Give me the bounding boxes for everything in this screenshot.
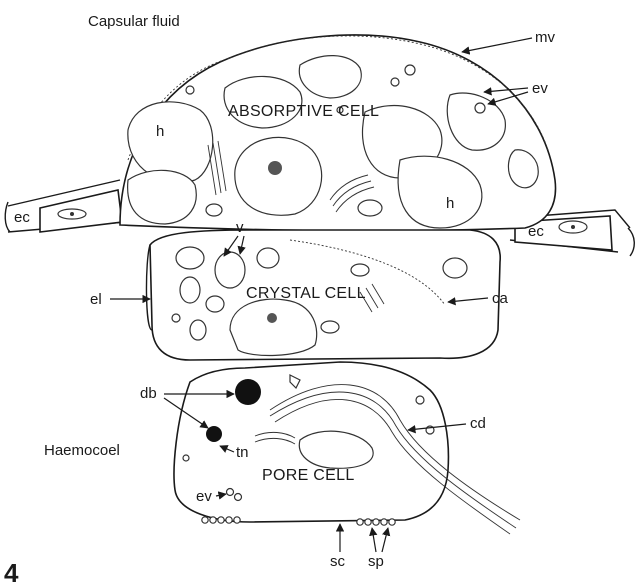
label-el: el — [90, 291, 102, 308]
label-v: v — [236, 219, 244, 236]
label-sc: sc — [330, 553, 346, 570]
absorptive-cell — [120, 35, 556, 231]
label-h-right: h — [446, 195, 454, 212]
label-ec-left: ec — [14, 209, 30, 226]
label-ca: ca — [492, 290, 509, 307]
label-ev-top: ev — [532, 80, 548, 97]
label-haemocoel: Haemocoel — [44, 442, 120, 459]
label-db: db — [140, 385, 157, 402]
label-tn: tn — [236, 444, 249, 461]
label-ev-bottom: ev — [196, 488, 212, 505]
label-ec-right: ec — [528, 223, 544, 240]
arrow-sp-2 — [382, 528, 388, 552]
label-capsular-fluid: Capsular fluid — [88, 13, 180, 30]
label-pore-cell: PORE CELL — [262, 467, 355, 484]
label-mv: mv — [535, 29, 555, 46]
figure-number: 4 — [4, 558, 19, 582]
arrow-sp-1 — [372, 528, 376, 552]
arrow-mv — [462, 38, 532, 52]
label-sp: sp — [368, 553, 384, 570]
label-crystal-cell: CRYSTAL CELL — [246, 285, 366, 302]
label-cd: cd — [470, 415, 486, 432]
label-h-left: h — [156, 123, 164, 140]
label-absorptive-cell: ABSORPTIVE CELL — [228, 103, 379, 120]
